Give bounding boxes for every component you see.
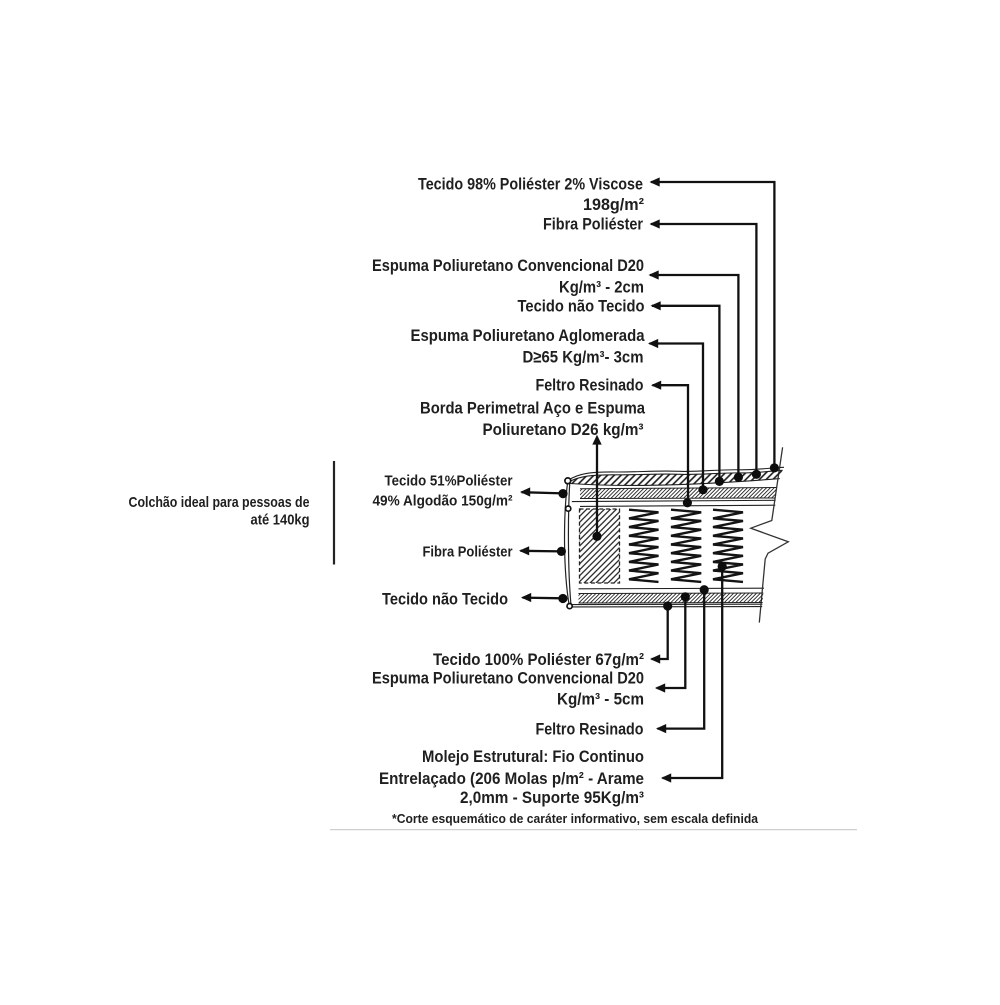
svg-text:Colchão ideal para pessoas de: Colchão ideal para pessoas de: [129, 494, 310, 511]
svg-text:49% Algodão 150g/m²: 49% Algodão 150g/m²: [373, 493, 513, 510]
svg-text:Poliuretano D26 kg/m³: Poliuretano D26 kg/m³: [483, 420, 644, 439]
svg-text:Fibra Poliéster: Fibra Poliéster: [423, 544, 513, 561]
svg-text:Tecido 100% Poliéster 67g/m²: Tecido 100% Poliéster 67g/m²: [433, 650, 644, 669]
svg-text:Entrelaçado (206 Molas p/m² -: Entrelaçado (206 Molas p/m² - Arame: [379, 769, 644, 788]
svg-text:Fibra Poliéster: Fibra Poliéster: [543, 215, 643, 234]
svg-text:Tecido não Tecido: Tecido não Tecido: [382, 591, 508, 609]
svg-text:Tecido não Tecido: Tecido não Tecido: [518, 297, 645, 316]
svg-text:198g/m²: 198g/m²: [583, 195, 644, 214]
svg-text:Tecido 51%Poliéster: Tecido 51%Poliéster: [385, 473, 513, 490]
svg-text:Espuma Poliuretano Convenciona: Espuma Poliuretano Convencional D20: [372, 256, 644, 275]
svg-text:2,0mm - Suporte 95Kg/m³: 2,0mm - Suporte 95Kg/m³: [460, 788, 644, 807]
svg-text:*Corte esquemático de caráter: *Corte esquemático de caráter informativ…: [392, 812, 759, 826]
svg-text:Borda Perimetral Aço e Espuma: Borda Perimetral Aço e Espuma: [420, 399, 645, 418]
svg-text:Espuma Poliuretano Aglomerada: Espuma Poliuretano Aglomerada: [411, 326, 645, 345]
svg-text:Feltro Resinado: Feltro Resinado: [536, 376, 644, 395]
svg-text:Kg/m³ - 5cm: Kg/m³ - 5cm: [557, 690, 644, 709]
svg-text:Kg/m³ - 2cm: Kg/m³ - 2cm: [559, 278, 644, 297]
svg-text:Tecido 98% Poliéster 2% Viscos: Tecido 98% Poliéster 2% Viscose: [418, 175, 643, 194]
svg-text:D≥65 Kg/m³- 3cm: D≥65 Kg/m³- 3cm: [523, 348, 644, 367]
svg-text:até 140kg: até 140kg: [251, 512, 310, 529]
svg-text:Feltro Resinado: Feltro Resinado: [536, 720, 644, 739]
svg-text:Molejo Estrutural: Fio Continu: Molejo Estrutural: Fio Continuo: [422, 747, 644, 766]
svg-text:Espuma Poliuretano Convenciona: Espuma Poliuretano Convencional D20: [372, 669, 644, 688]
